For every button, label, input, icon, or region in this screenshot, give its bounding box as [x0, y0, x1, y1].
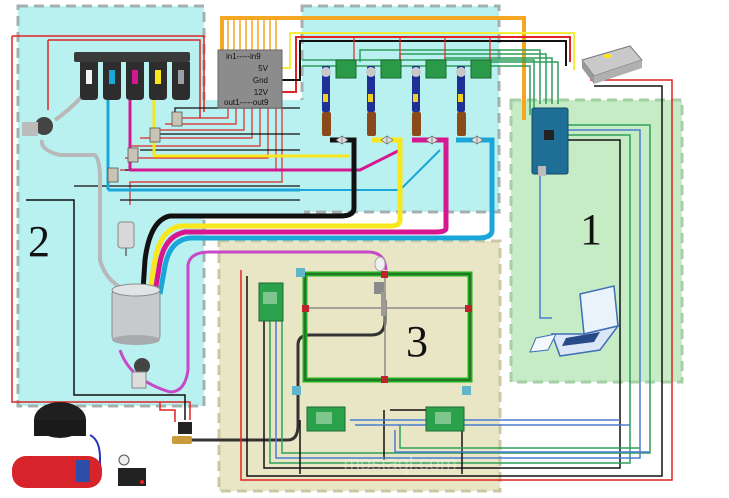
relay-input-wires: [227, 18, 277, 50]
watermark: mostaql.com: [343, 453, 456, 475]
cartridge-solenoid-valves: [107, 111, 183, 183]
cartridge-cyan: [103, 62, 121, 100]
stepper-driver-x: [258, 282, 284, 322]
pressure-switch: [118, 454, 146, 486]
paint-feed-hose: [118, 250, 388, 394]
yellow-5v-bus: [268, 32, 575, 70]
cartridge-gray: [172, 62, 190, 100]
valve-red-wire: [159, 402, 176, 422]
cartridge-magenta: [126, 62, 144, 100]
zone-3-label: 3: [406, 317, 428, 366]
yellow-tube: [147, 137, 403, 291]
relay-module: in1-----in9 5V Gnd 12V out1-----out9: [217, 49, 283, 109]
blue-compressor-line: [89, 434, 101, 470]
driver-red-wires: [353, 37, 491, 62]
paint-mixing-cup: [111, 283, 161, 345]
relay-pin-5v: 5V: [258, 64, 268, 73]
cartridge-yellow: [149, 62, 167, 100]
red-12v-bus: [268, 36, 571, 93]
peristaltic-pump: [22, 117, 53, 136]
black-tube: [140, 137, 357, 291]
relay-outputs-label: out1-----out9: [224, 98, 269, 107]
pump-yellow: [366, 59, 402, 145]
pump-cyan: [456, 59, 492, 145]
red-power-loop-inner: [47, 39, 201, 118]
stepper-driver-y1: [306, 406, 346, 432]
air-tank: [12, 456, 102, 488]
laptop-usb-cable: [539, 175, 552, 319]
magenta-tube: [152, 137, 449, 293]
xy-gantry-frame: [292, 268, 473, 395]
cartridge-slots: [80, 62, 190, 100]
zone-1-label: 1: [580, 205, 602, 254]
power-supply: [581, 45, 643, 84]
cyan-tube: [157, 137, 495, 295]
black-gnd-bus: [268, 40, 567, 81]
pump-black: [321, 59, 357, 145]
laptop: [529, 285, 620, 357]
black-ground-loop: [26, 199, 186, 420]
diaphragm-pump: [131, 358, 150, 389]
dc-mixer-motor: [117, 221, 135, 256]
pump-magenta: [411, 59, 447, 145]
orange-signal-bus: [220, 16, 526, 120]
cartridge-white: [80, 62, 98, 100]
zone-3-background: [217, 239, 502, 493]
air-compressor: [34, 402, 86, 438]
spray-gun: [374, 256, 386, 316]
air-solenoid-valve: [172, 422, 192, 444]
relay-pin-gnd: Gnd: [253, 76, 268, 85]
relay-pin-12v: 12V: [254, 88, 269, 97]
arduino-mega: [531, 107, 569, 176]
red-power-loop-outer: [11, 35, 205, 420]
air-hose: [190, 300, 387, 442]
magenta-cartridge-route: [130, 148, 401, 172]
zone-2-label: 2: [28, 217, 50, 266]
pump-array: [321, 59, 492, 145]
ink-cartridge-rack: [74, 52, 190, 100]
zone3-bus-wires: [240, 79, 673, 481]
relay-inputs-label: in1-----in9: [226, 52, 261, 61]
stepper-driver-y2: [425, 406, 465, 432]
